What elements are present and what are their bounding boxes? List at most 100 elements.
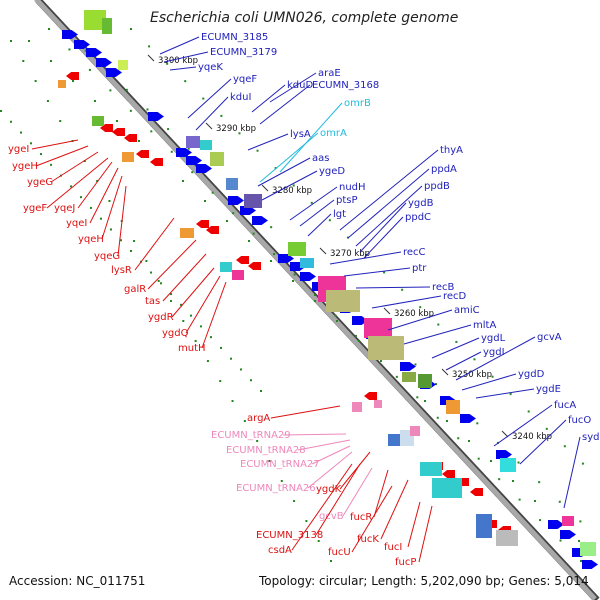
guide-dot xyxy=(243,420,246,422)
reverse-gene-label-arga: argA xyxy=(247,413,270,424)
kbp-tick-label: 3280 kbp xyxy=(272,186,312,196)
guide-dot xyxy=(133,240,136,242)
guide-dot xyxy=(220,114,223,117)
forward-gene-label-mlta: mltA xyxy=(473,320,496,331)
guide-dot xyxy=(310,201,313,204)
kbp-tick-label: 3300 kbp xyxy=(158,56,198,66)
guide-dot xyxy=(170,293,172,296)
guide-dot xyxy=(166,62,169,65)
forward-gene-arrow xyxy=(186,156,202,165)
reverse-label-leader xyxy=(89,167,119,224)
forward-label-leader xyxy=(259,132,319,183)
reverse-label-leader xyxy=(407,501,421,548)
guide-dot xyxy=(581,462,584,465)
forward-gene-arrow xyxy=(196,164,212,173)
forward-gene-label-ppdb: ppdB xyxy=(424,181,450,192)
guide-dot xyxy=(80,196,82,199)
guide-dot xyxy=(84,49,87,52)
guide-dot xyxy=(231,400,234,402)
forward-label-leader xyxy=(363,216,404,259)
forward-gene-arrow xyxy=(96,58,112,67)
reverse-label-leader xyxy=(185,275,221,334)
kbp-tick-mark xyxy=(383,307,391,315)
forward-label-leader xyxy=(359,202,407,253)
gene-block xyxy=(92,116,104,126)
forward-gene-label-ppdc: ppdC xyxy=(405,212,431,223)
map-title: Escherichia coli UMN026, complete genome xyxy=(150,10,459,26)
guide-dot xyxy=(240,368,242,371)
gene-block xyxy=(180,228,194,238)
reverse-gene-label-ecumn-trna28: ECUMN_tRNA28 xyxy=(226,445,306,456)
guide-dot xyxy=(260,390,262,392)
guide-dot xyxy=(0,110,2,112)
guide-dot xyxy=(498,478,501,481)
gene-block xyxy=(476,514,492,538)
forward-gene-label-kdui: kduI xyxy=(230,92,251,103)
forward-gene-label-yqek: yqeK xyxy=(198,62,223,73)
forward-gene-arrow xyxy=(278,254,294,263)
guide-dot xyxy=(292,280,294,282)
forward-gene-arrow xyxy=(86,48,102,57)
reverse-gene-arrow xyxy=(124,134,137,142)
forward-gene-label-omrb: omrB xyxy=(344,98,371,109)
reverse-label-leader xyxy=(201,281,227,349)
forward-gene-label-recb: recB xyxy=(432,282,455,293)
guide-dot xyxy=(20,131,22,134)
guide-dot xyxy=(490,460,492,462)
gene-block xyxy=(364,318,392,338)
reverse-gene-arrow xyxy=(136,150,149,158)
gene-block xyxy=(446,400,460,414)
reverse-label-leader xyxy=(315,463,361,536)
guide-dot xyxy=(10,120,12,123)
reverse-label-leader xyxy=(270,405,341,419)
guide-dot xyxy=(280,480,283,482)
kbp-tick-label: 3250 kbp xyxy=(452,370,492,380)
forward-gene-arrow xyxy=(496,450,512,459)
reverse-gene-label-fucp: fucP xyxy=(395,557,416,568)
reverse-label-leader xyxy=(342,467,373,517)
guide-dot xyxy=(220,346,222,349)
guide-dot xyxy=(125,88,128,91)
guide-dot xyxy=(559,539,562,542)
forward-label-leader xyxy=(355,185,423,247)
guide-dot xyxy=(437,323,440,326)
guide-dot xyxy=(145,260,148,262)
gene-block xyxy=(226,178,238,190)
guide-dot xyxy=(211,191,214,194)
reverse-gene-arrow xyxy=(364,392,377,400)
reverse-gene-label-yqeh: yqeH xyxy=(78,234,104,245)
guide-dot xyxy=(274,167,277,170)
guide-dot xyxy=(509,393,512,396)
reverse-gene-arrow xyxy=(66,72,79,80)
kbp-tick-label: 3270 kbp xyxy=(330,249,370,259)
forward-label-leader xyxy=(371,295,442,309)
forward-gene-label-yqef: yqeF xyxy=(233,74,257,85)
gene-block xyxy=(232,270,244,280)
forward-label-leader xyxy=(169,66,197,71)
reverse-gene-label-tas: tas xyxy=(145,296,160,307)
reverse-gene-label-ecumn-trna26: ECUMN_tRNA26 xyxy=(236,483,316,494)
guide-dot xyxy=(10,40,12,42)
reverse-gene-label-gcvb: gcvB xyxy=(319,511,344,522)
forward-label-leader xyxy=(251,84,286,113)
guide-dot xyxy=(191,171,194,174)
gene-block xyxy=(300,258,314,268)
reverse-gene-arrow xyxy=(196,220,209,228)
reverse-gene-label-ygdq: ygdQ xyxy=(162,328,189,339)
forward-label-leader xyxy=(563,436,581,509)
reverse-gene-arrow xyxy=(470,488,483,496)
guide-dot xyxy=(219,380,222,382)
reverse-gene-label-lysr: lysR xyxy=(111,265,132,276)
forward-gene-arrow xyxy=(252,216,268,225)
forward-gene-arrow xyxy=(548,520,564,529)
guide-dot xyxy=(436,416,439,419)
reverse-label-leader xyxy=(134,217,175,271)
guide-dot xyxy=(292,184,295,187)
guide-dot xyxy=(517,461,520,464)
gene-block xyxy=(420,462,442,476)
reverse-label-leader xyxy=(77,161,113,209)
guide-dot xyxy=(579,520,582,523)
guide-dot xyxy=(468,440,470,442)
